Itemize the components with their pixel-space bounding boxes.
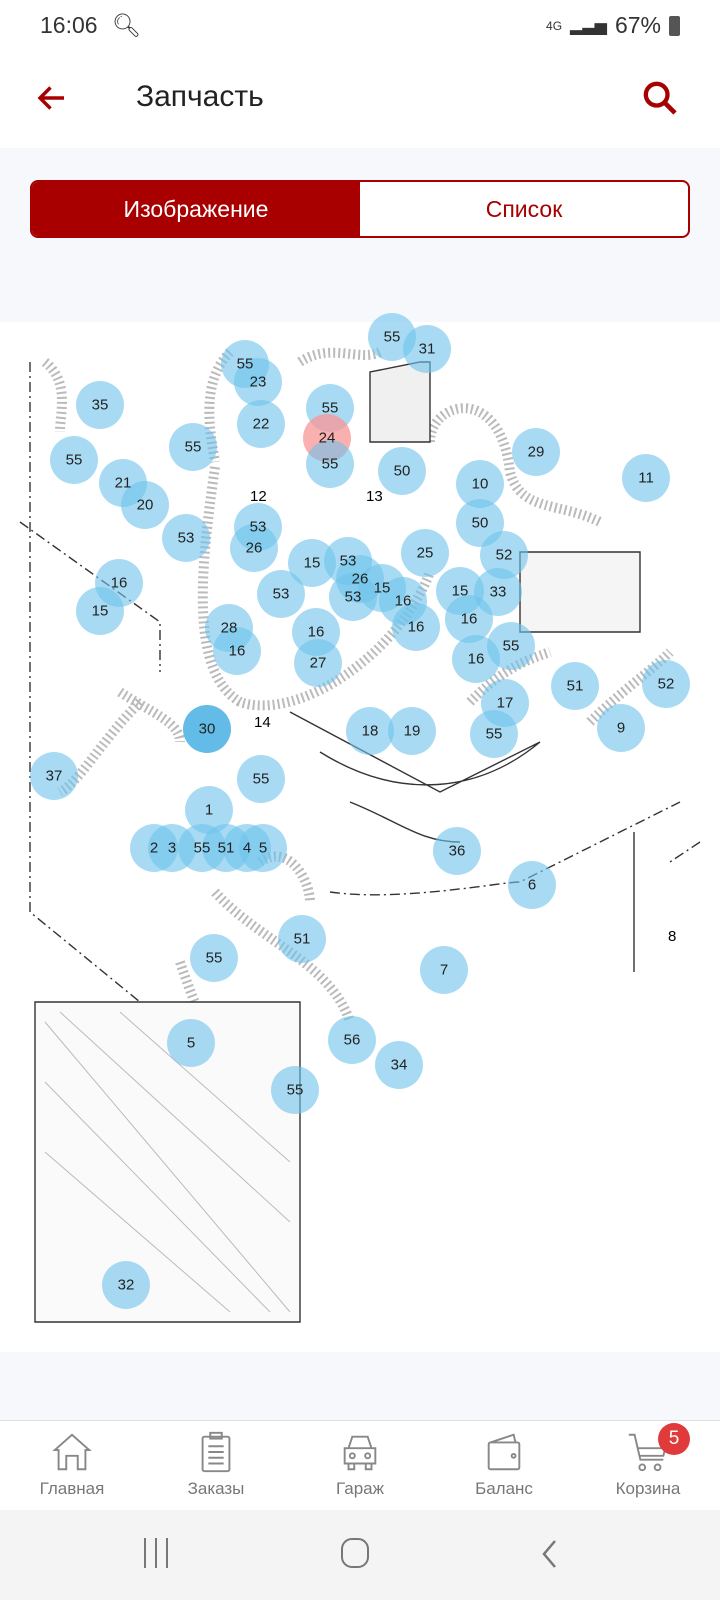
car-icon (343, 1435, 377, 1471)
nav-home[interactable]: Главная (0, 1421, 144, 1510)
cart-badge: 5 (658, 1423, 690, 1455)
clock: 16:06 (40, 12, 98, 38)
hotspot-part-55[interactable] (190, 934, 238, 982)
nav-label: Главная (39, 1479, 105, 1498)
clipboard-icon (201, 1431, 231, 1473)
nav-orders[interactable]: Заказы (144, 1421, 288, 1510)
system-nav (0, 1510, 720, 1600)
diagram-label: 12 (250, 488, 267, 505)
view-toggle: Изображение Список (30, 180, 690, 238)
nav-cart[interactable]: 5 Корзина (576, 1421, 720, 1510)
hotspot-part-31[interactable] (403, 325, 451, 373)
nav-label: Заказы (187, 1479, 245, 1498)
hotspot-part-51[interactable] (278, 915, 326, 963)
app-bar: Запчасть (0, 52, 720, 148)
hotspot-part-18[interactable] (346, 707, 394, 755)
hotspot-part-15[interactable] (76, 587, 124, 635)
nav-balance[interactable]: Баланс (432, 1421, 576, 1510)
hotspot-part-50[interactable] (378, 447, 426, 495)
hotspot-part-55[interactable] (50, 436, 98, 484)
hotspot-part-53[interactable] (162, 514, 210, 562)
nav-garage[interactable]: Гараж (288, 1421, 432, 1510)
hotspot-part-25[interactable] (401, 529, 449, 577)
page-title: Запчасть (136, 80, 264, 113)
hotspot-part-23[interactable] (234, 358, 282, 406)
hotspot-part-34[interactable] (375, 1041, 423, 1089)
hotspot-part-56[interactable] (328, 1016, 376, 1064)
back-arrow-icon[interactable] (34, 80, 70, 116)
wallet-icon (487, 1433, 521, 1471)
hotspot-part-20[interactable] (121, 481, 169, 529)
hotspot-part-55[interactable] (470, 710, 518, 758)
hotspot-part-55[interactable] (169, 423, 217, 471)
hotspot-part-52[interactable] (642, 660, 690, 708)
signal-icon: ▂▃▅ (570, 17, 607, 35)
hotspot-part-27[interactable] (294, 639, 342, 687)
tab-image[interactable]: Изображение (32, 182, 360, 236)
hotspot-part-53[interactable] (329, 573, 377, 621)
battery-level: 67% (614, 12, 661, 38)
hotspot-part-36[interactable] (433, 827, 481, 875)
hotspot-part-32[interactable] (102, 1261, 150, 1309)
nav-label: Баланс (475, 1479, 533, 1498)
recent-apps-button[interactable] (144, 1538, 168, 1568)
hotspot-part-9[interactable] (597, 704, 645, 752)
diagram-label: 8 (668, 928, 677, 945)
hotspot-part-53[interactable] (257, 570, 305, 618)
home-button[interactable] (341, 1538, 369, 1568)
hotspot-part-55[interactable] (306, 440, 354, 488)
hotspot-part-55[interactable] (237, 755, 285, 803)
back-button[interactable] (540, 1538, 560, 1570)
network-type: 4G (546, 18, 563, 33)
hotspot-part-30[interactable] (183, 705, 231, 753)
hotspot-part-37[interactable] (30, 752, 78, 800)
hotspot-part-22[interactable] (237, 400, 285, 448)
hotspot-part-19[interactable] (388, 707, 436, 755)
tab-list[interactable]: Список (485, 195, 563, 222)
hotspot-part-5[interactable] (239, 824, 287, 872)
hotspot-part-16[interactable] (213, 627, 261, 675)
hotspot-part-11[interactable] (622, 454, 670, 502)
nav-label: Корзина (615, 1479, 681, 1498)
home-icon (52, 1433, 92, 1471)
hotspot-part-51[interactable] (551, 662, 599, 710)
hotspot-part-5[interactable] (167, 1019, 215, 1067)
hotspot-part-7[interactable] (420, 946, 468, 994)
hotspot-layer (0, 313, 720, 1352)
search-icon[interactable] (640, 78, 680, 118)
status-bar: 16:06 🔍︎ 4G ▂▃▅ 67% (0, 0, 720, 52)
hotspot-part-16[interactable] (392, 603, 440, 651)
nav-label: Гараж (336, 1479, 384, 1498)
hotspot-part-26[interactable] (230, 524, 278, 572)
diagram-label: 14 (254, 714, 271, 731)
search-icon: 🔍︎ (112, 12, 142, 38)
diagram-label: 13 (366, 488, 383, 505)
hotspot-part-29[interactable] (512, 428, 560, 476)
hotspot-part-6[interactable] (508, 861, 556, 909)
battery-icon (669, 15, 680, 36)
bottom-nav: Главная Заказы Гараж Баланс 5 Корзина (0, 1420, 720, 1510)
hotspot-part-55[interactable] (487, 622, 535, 670)
hotspot-part-35[interactable] (76, 381, 124, 429)
hotspot-part-55[interactable] (271, 1066, 319, 1114)
